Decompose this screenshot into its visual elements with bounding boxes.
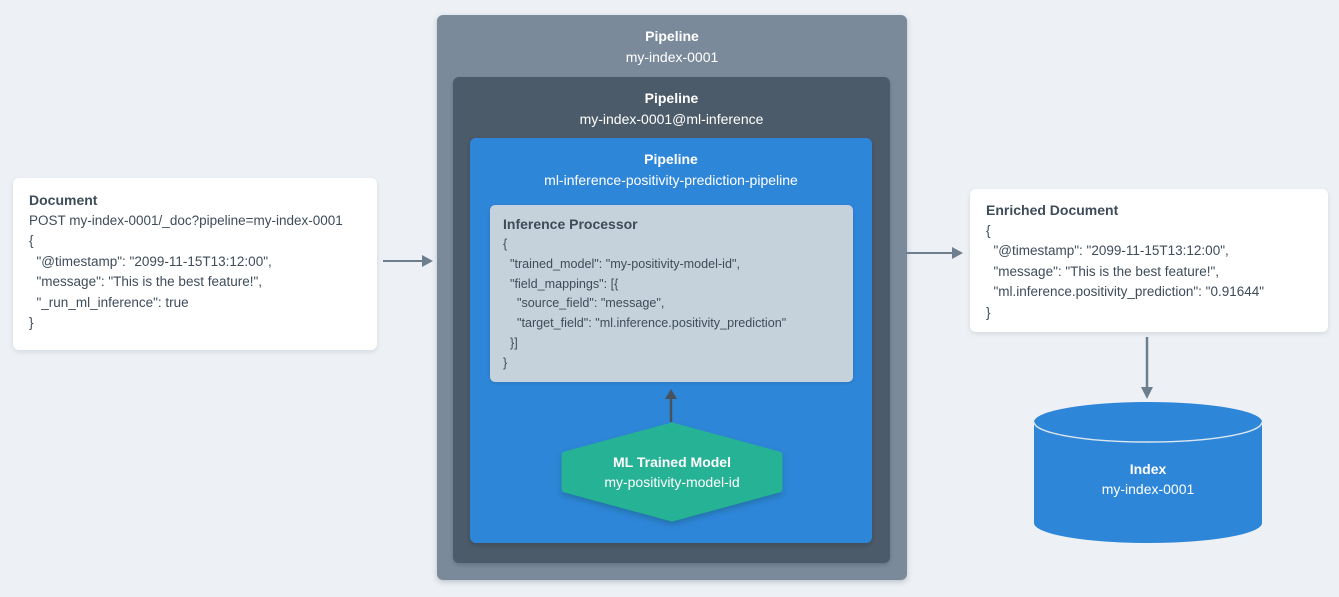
pipeline-ml-inference-box: Pipeline my-index-0001@ml-inference Pipe… bbox=[453, 77, 890, 563]
index-name: my-index-0001 bbox=[1101, 481, 1195, 497]
document-code-line: } bbox=[29, 315, 34, 330]
pipeline-outer-box: Pipeline my-index-0001 Pipeline my-index… bbox=[437, 15, 907, 580]
inference-processor-code-line: "target_field": "ml.inference.positivity… bbox=[503, 316, 787, 331]
enriched-code-line: } bbox=[986, 304, 991, 320]
model-up-arrow-icon bbox=[665, 389, 677, 422]
enriched-code-line: "message": "This is the best feature!", bbox=[986, 263, 1220, 279]
ml-trained-model-name: my-positivity-model-id bbox=[604, 474, 740, 490]
pipeline-ml-inference-name: my-index-0001@ml-inference bbox=[579, 111, 764, 127]
inference-processor-title: Inference Processor bbox=[503, 216, 638, 232]
inference-processor-code-line: "trained_model": "my-positivity-model-id… bbox=[503, 256, 740, 271]
index-cylinder: Index my-index-0001 bbox=[1033, 401, 1263, 544]
enriched-code-line: "ml.inference.positivity_prediction": "0… bbox=[986, 284, 1265, 299]
ml-trained-model-hexagon: ML Trained Model my-positivity-model-id bbox=[560, 422, 784, 522]
document-code-line: POST my-index-0001/_doc?pipeline=my-inde… bbox=[29, 212, 343, 228]
enriched-code-line: "@timestamp": "2099-11-15T13:12:00", bbox=[986, 243, 1229, 258]
index-title: Index bbox=[1129, 461, 1167, 477]
inference-processor-code-line: "source_field": "message", bbox=[503, 296, 665, 311]
flow-right-arrow-icon bbox=[906, 247, 963, 259]
inference-processor-code-line: { bbox=[503, 237, 508, 251]
document-code-line: "_run_ml_inference": true bbox=[29, 294, 189, 310]
ml-trained-model-title: ML Trained Model bbox=[613, 454, 731, 470]
inference-processor-box: Inference Processor { "trained_model": "… bbox=[490, 205, 853, 382]
database-cylinder-icon bbox=[1033, 402, 1263, 543]
pipeline-outer-label: Pipeline bbox=[645, 28, 699, 44]
enriched-document-card: Enriched Document { "@timestamp": "2099-… bbox=[970, 189, 1328, 332]
document-card-title: Document bbox=[29, 192, 98, 208]
document-code-line: "@timestamp": "2099-11-15T13:12:00", bbox=[29, 253, 272, 269]
index-down-arrow-icon bbox=[1141, 337, 1153, 399]
hexagon-shape-icon bbox=[561, 422, 783, 522]
pipeline-ml-inference-label: Pipeline bbox=[644, 90, 699, 106]
flow-right-arrow-icon bbox=[383, 255, 433, 267]
inference-processor-code-line: } bbox=[503, 355, 508, 370]
pipeline-positivity-prediction-label: Pipeline bbox=[644, 151, 698, 167]
document-code-line: { bbox=[29, 233, 34, 248]
document-card: Document POST my-index-0001/_doc?pipelin… bbox=[13, 178, 377, 350]
pipeline-positivity-prediction-name: ml-inference-positivity-prediction-pipel… bbox=[544, 172, 798, 188]
enriched-document-title: Enriched Document bbox=[986, 202, 1119, 218]
document-code-line: "message": "This is the best feature!", bbox=[29, 274, 263, 289]
pipeline-positivity-prediction-box: Pipeline ml-inference-positivity-predict… bbox=[470, 138, 872, 543]
enriched-code-line: { bbox=[986, 222, 991, 238]
pipeline-outer-name: my-index-0001 bbox=[625, 49, 719, 65]
inference-processor-code-line: "field_mappings": [{ bbox=[503, 276, 619, 291]
inference-processor-code-line: }] bbox=[503, 335, 518, 350]
